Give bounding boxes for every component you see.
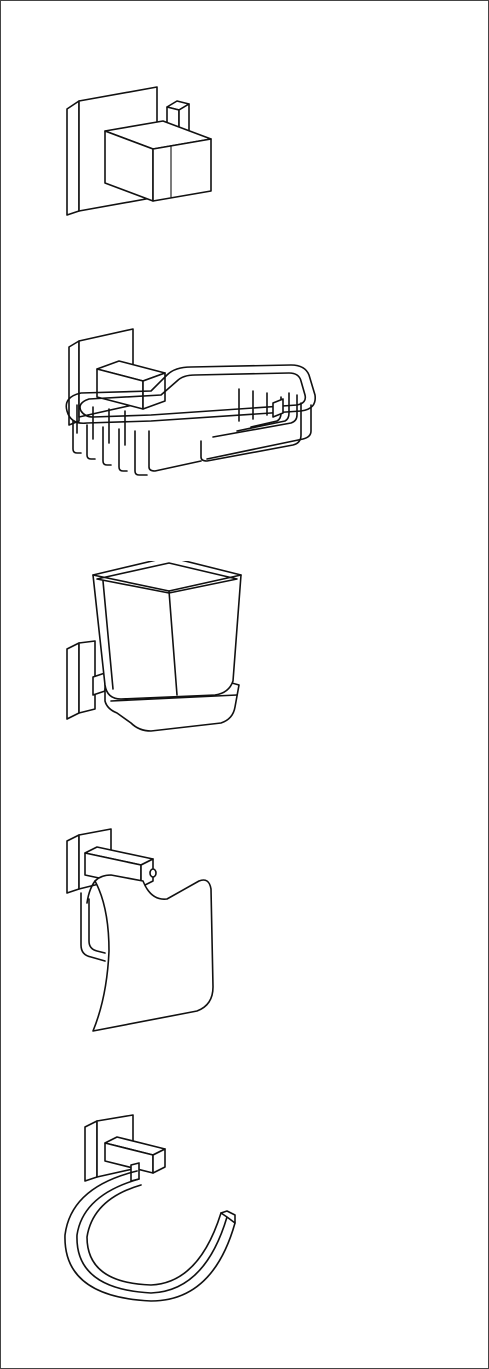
soap-basket-drawing [65,328,317,476]
robe-hook-drawing [66,86,212,216]
toilet-paper-holder-illustration [1,811,489,1061]
towel-ring-drawing [64,1114,236,1302]
soap-basket-illustration [1,311,489,561]
tumbler-holder-drawing [66,561,242,732]
robe-hook-illustration [1,61,489,311]
toilet-paper-holder-drawing [66,828,214,1032]
tumbler-holder-illustration [1,561,489,811]
towel-ring-illustration [1,1061,489,1311]
